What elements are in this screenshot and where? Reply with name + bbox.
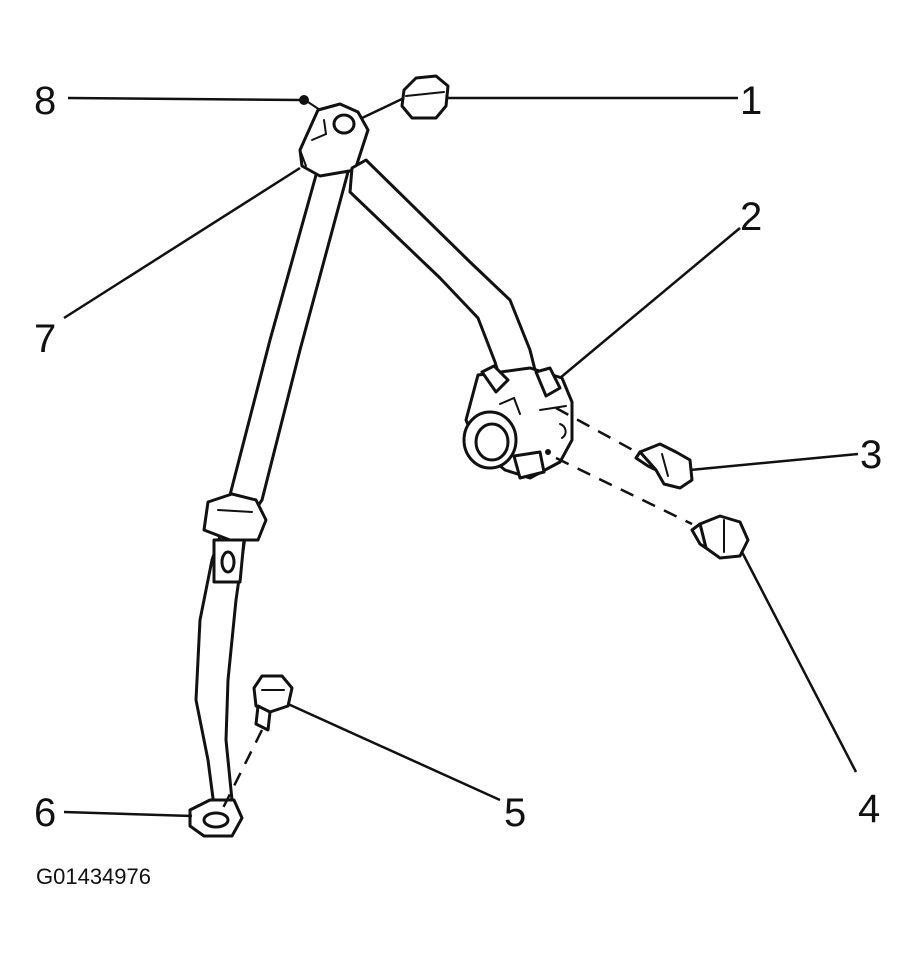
callout-3: 3	[860, 433, 882, 477]
lower-anchor-plate	[188, 798, 244, 838]
leader-4	[740, 551, 858, 773]
seat-belt-assembly	[188, 74, 750, 838]
retractor-belt-webbing	[348, 158, 542, 397]
callout-labels: 1 2 3 4 5 6 7 8	[34, 79, 882, 835]
upper-belt-guide	[298, 102, 370, 178]
lower-plate	[212, 538, 246, 584]
guide-trim-cap	[400, 74, 450, 120]
figure-id: G01434976	[36, 864, 151, 889]
leader-6	[63, 810, 193, 818]
leader-3	[689, 452, 859, 472]
callout-6: 6	[34, 791, 56, 835]
leader-2	[559, 227, 741, 379]
lower-anchor-bolt	[220, 674, 294, 811]
leader-8	[67, 96, 301, 102]
leader-lines	[63, 96, 859, 818]
retractor	[462, 364, 574, 480]
leader-5	[287, 702, 501, 802]
callout-2: 2	[740, 195, 762, 239]
callout-7: 7	[34, 317, 56, 361]
callout-5: 5	[504, 791, 526, 835]
callout-1: 1	[740, 79, 762, 123]
leader-7	[63, 166, 301, 320]
callout-4: 4	[858, 787, 880, 831]
upper-guide-bolt	[299, 95, 321, 111]
callout-8: 8	[34, 79, 56, 123]
middle-belt-loop	[202, 492, 268, 542]
retractor-bolt-lower	[555, 456, 750, 560]
shoulder-belt-webbing	[220, 166, 350, 522]
leader-1b	[361, 96, 405, 120]
retractor-bolt-upper	[555, 406, 694, 490]
